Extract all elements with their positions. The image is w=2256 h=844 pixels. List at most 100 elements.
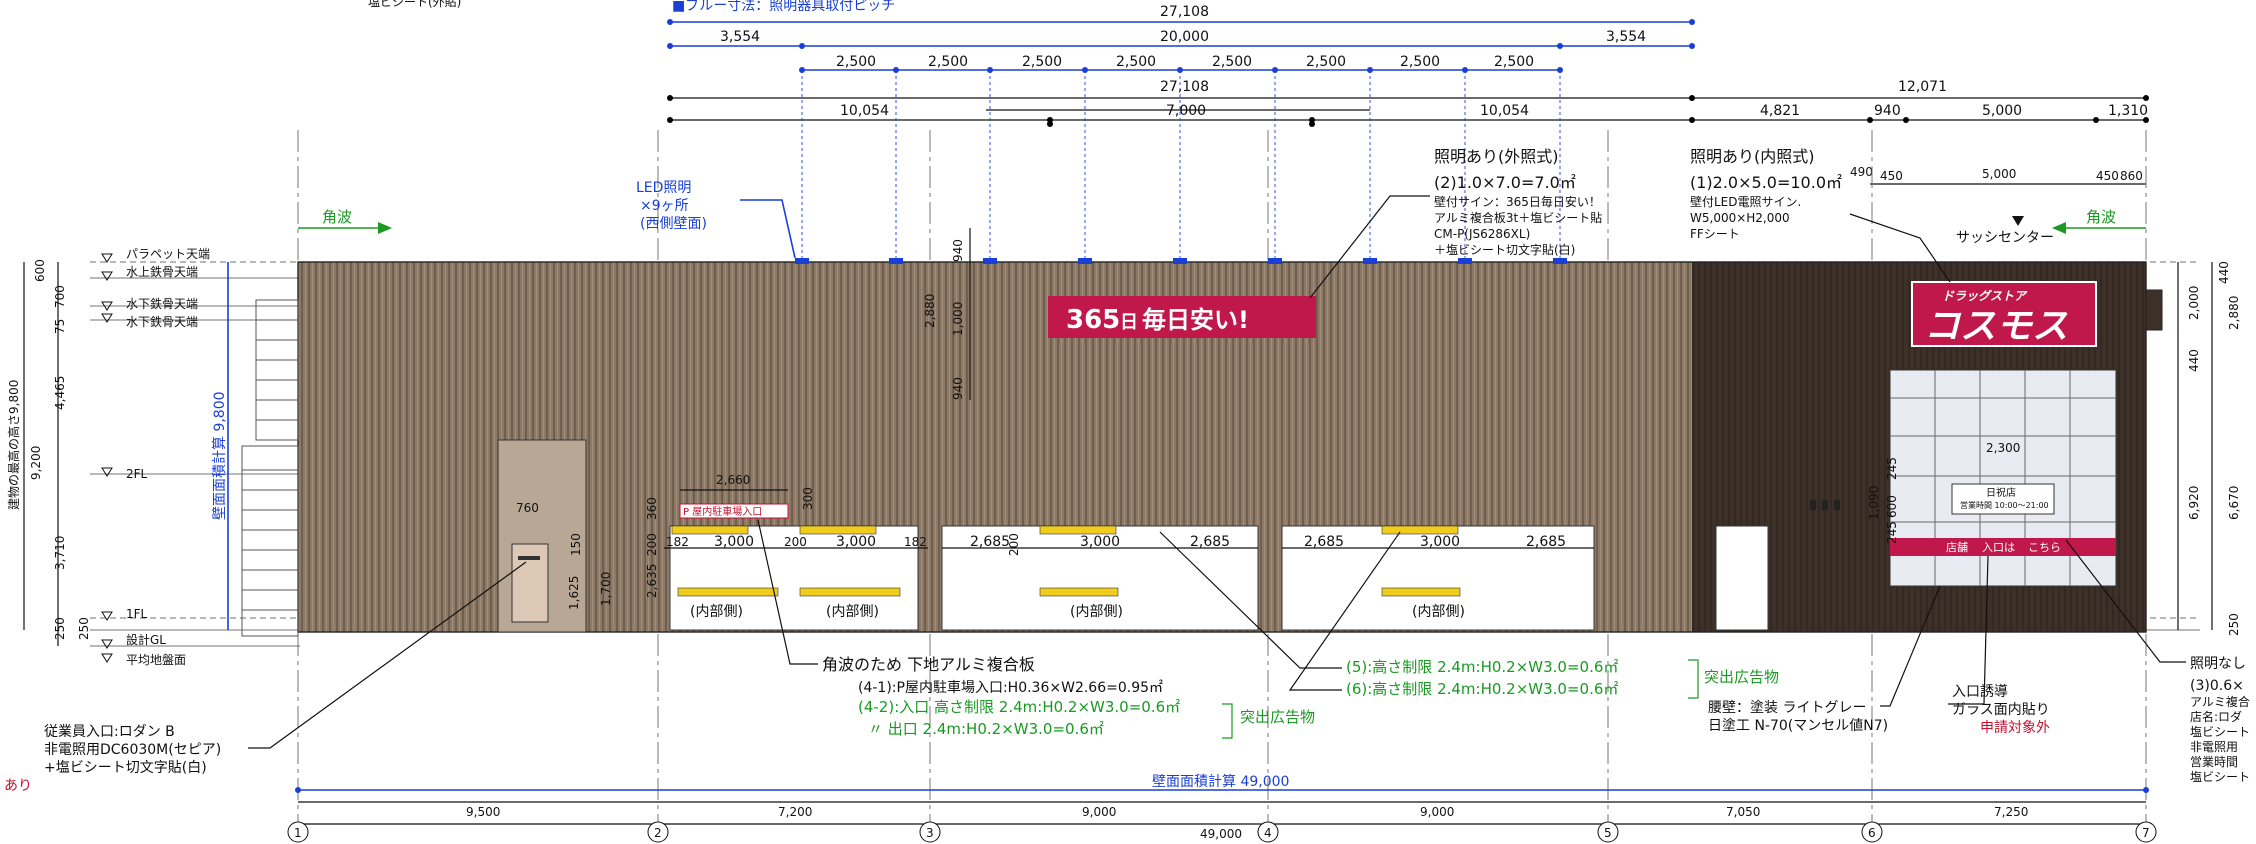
fragment-label-left: 塩ビシート(外貼) bbox=[368, 0, 461, 9]
staff-entry-note: 従業員入口:ロダン B bbox=[44, 724, 175, 740]
left-dim: 250 bbox=[53, 617, 67, 640]
shop-glazing bbox=[1889, 369, 2117, 587]
side-sign bbox=[2145, 289, 2163, 331]
kakunami-note: 角波のため 下地アルミ複合板 bbox=[822, 655, 1035, 674]
level-label: 1FL bbox=[126, 607, 148, 621]
dim-blue-left: 3,554 bbox=[720, 29, 760, 45]
inside-label: (内部側) bbox=[1412, 604, 1465, 620]
int-illum-line: 壁付LED電照サイン. bbox=[1690, 194, 1801, 209]
openings bbox=[669, 525, 1769, 631]
dim-right-small: 450 bbox=[1880, 169, 1903, 183]
entry-guide-leader bbox=[1948, 555, 1989, 705]
store-sign-name: コスモス bbox=[1924, 306, 2068, 347]
entry-dim: 2,660 bbox=[716, 473, 750, 487]
no-light-note: (3)0.6× bbox=[2190, 678, 2244, 694]
dim-blue-right: 3,554 bbox=[1606, 29, 1646, 45]
entry-dim: 300 bbox=[801, 487, 815, 510]
level-label: 2FL bbox=[126, 467, 148, 481]
sash-center-label: サッシセンター bbox=[1956, 230, 2054, 246]
left-dim: 4,465 bbox=[53, 376, 67, 410]
entry-dim: 360 bbox=[645, 497, 659, 520]
dim-pitch: 2,500 bbox=[928, 54, 968, 70]
exterior-stair bbox=[241, 299, 299, 637]
kakunami-arrow-left bbox=[378, 222, 392, 234]
dim-right: 5,000 bbox=[1982, 103, 2022, 119]
dim-right-small: 490 bbox=[1850, 165, 1873, 179]
left-dim: 600 bbox=[33, 259, 47, 282]
left-dim: 250 bbox=[77, 617, 91, 640]
grid-lines bbox=[297, 130, 2147, 826]
sign-dim: 940 bbox=[951, 239, 965, 262]
wall-note: 日塗工 N-70(マンセル値N7) bbox=[1708, 717, 1888, 734]
sign-dim: 2,880 bbox=[923, 294, 937, 328]
kakunami-arrow-right bbox=[2052, 222, 2066, 234]
staff-entry-leader bbox=[248, 561, 527, 749]
p5-leader bbox=[1159, 531, 1342, 669]
int-illum-line: W5,000×H2,000 bbox=[1690, 211, 1790, 225]
left-dim: 9,200 bbox=[29, 446, 43, 480]
no-light-note: 非電照用 bbox=[2190, 740, 2238, 754]
bottom-area-dim: 壁面面積計算 49,000 bbox=[1152, 774, 1289, 790]
strip-label: 入口は bbox=[1982, 541, 2015, 554]
no-light-note: 塩ビシート bbox=[2190, 724, 2250, 739]
blue-dimension-legend: ■ブルー寸法：照明器具取付ピッチ bbox=[672, 0, 895, 14]
entry-dim: 3,000 bbox=[714, 534, 754, 550]
right-dim: 250 bbox=[2227, 613, 2241, 636]
strip-label: 店舗 bbox=[1946, 540, 1968, 554]
level-label: 水上鉄骨天端 bbox=[126, 264, 198, 279]
strip-label: こちら bbox=[2028, 541, 2061, 554]
no-light-note: 営業時間 bbox=[2190, 755, 2238, 769]
entry-dim: 3,000 bbox=[1080, 534, 1120, 550]
entry-dim: 182 bbox=[904, 535, 927, 549]
led-note: LED照明 bbox=[636, 180, 691, 196]
note-p42: (4-2):入口 高さ制限 2.4m:H0.2×W3.0=0.6㎡ bbox=[858, 698, 1180, 716]
entry-dim: 200 bbox=[784, 535, 807, 549]
hours-sign-title: 日祝店 bbox=[1986, 486, 2016, 499]
note-p5: (5):高さ制限 2.4m:H0.2×W3.0=0.6㎡ bbox=[1346, 658, 1618, 676]
left-dim: 3,710 bbox=[53, 536, 67, 570]
ext-illum-line: 壁付サイン：365日毎日安い！ bbox=[1434, 194, 1601, 209]
right-dim: 440 bbox=[2217, 261, 2231, 284]
window-dim: 245 bbox=[1885, 457, 1899, 480]
left-dim: 75 bbox=[53, 319, 67, 334]
entry-dim: 2,685 bbox=[1190, 534, 1230, 550]
bottom-dim: 9,000 bbox=[1420, 805, 1454, 819]
entry-dim: 200 bbox=[1007, 533, 1021, 556]
window-dim: 600 bbox=[1885, 495, 1899, 518]
inside-label: (内部側) bbox=[1070, 604, 1123, 620]
led-leader bbox=[740, 199, 796, 259]
inside-label: (内部側) bbox=[690, 604, 743, 620]
grid-bubbles bbox=[287, 821, 2157, 843]
door-dim: 1,625 bbox=[567, 576, 581, 610]
entry-signs bbox=[671, 525, 1461, 597]
ext-illum-line: アルミ複合板3t＋塩ビシート貼 bbox=[1434, 210, 1602, 225]
int-illum-line: FFシート bbox=[1690, 227, 1740, 241]
led-note: (西側壁面) bbox=[640, 216, 707, 232]
bottom-dim: 7,200 bbox=[778, 805, 812, 819]
window-dim: 1,090 bbox=[1867, 486, 1881, 520]
right-dim: 6,920 bbox=[2187, 486, 2201, 520]
sign-365-text: 毎日安い! bbox=[1142, 306, 1249, 334]
dim-pitch: 2,500 bbox=[1022, 54, 1062, 70]
protrude-label: 突出広告物 bbox=[1240, 708, 1315, 726]
no-light-leader bbox=[2065, 539, 2186, 663]
staff-entry-note: 非電照用DC6030M(セピア) bbox=[44, 742, 221, 758]
dim-right-total: 12,071 bbox=[1898, 79, 1947, 95]
dim-right-small: 450 bbox=[2096, 169, 2119, 183]
door-dim: 150 bbox=[569, 533, 583, 556]
door-dim: 1,700 bbox=[599, 572, 613, 606]
left-height-total: 建物の最高の高さ9,800 bbox=[6, 380, 21, 510]
sign-dim: 940 bbox=[951, 377, 965, 400]
entry-dim: 3,000 bbox=[836, 534, 876, 550]
ext-illum-size: (2)1.0×7.0=7.0㎡ bbox=[1434, 173, 1576, 192]
led-lights bbox=[795, 258, 1567, 264]
dim-overall-blue: 27,108 bbox=[1160, 4, 1209, 20]
parking-sign-label: P 屋内駐車場入口 bbox=[683, 505, 762, 518]
bottom-dimension-lines bbox=[295, 787, 2149, 825]
kakunami-leader bbox=[757, 519, 818, 665]
entry-dim: 2,685 bbox=[1304, 534, 1344, 550]
grid-label: 7 bbox=[2142, 826, 2150, 840]
bottom-dim: 9,500 bbox=[466, 805, 500, 819]
door-sign bbox=[518, 556, 540, 560]
